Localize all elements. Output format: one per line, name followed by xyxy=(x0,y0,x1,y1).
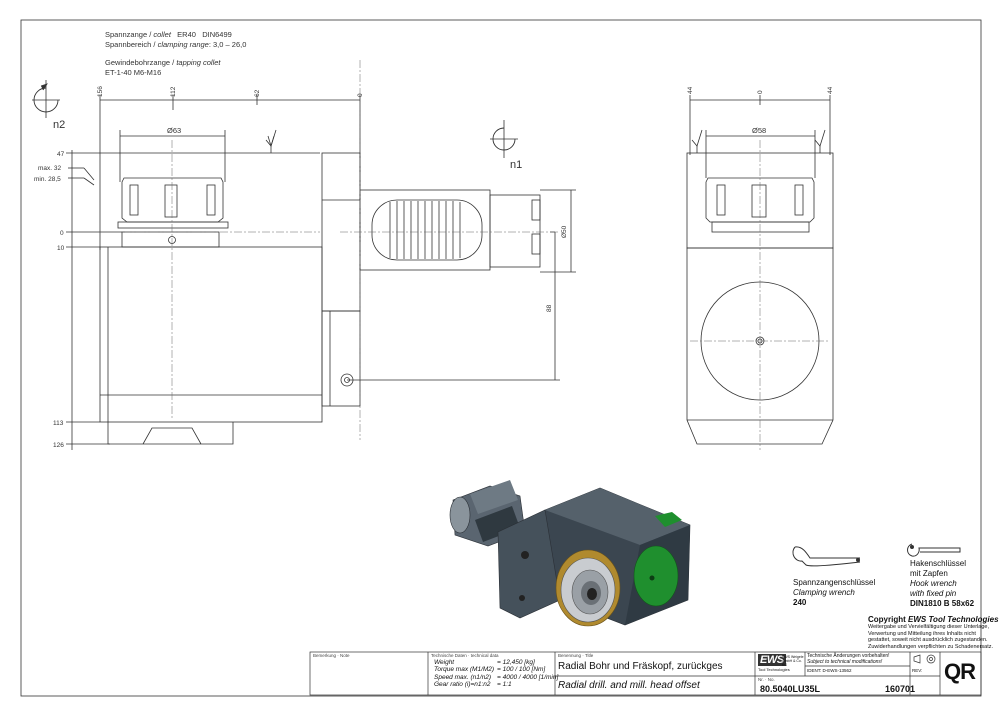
copyright-line: Weitergabe und Vervielfältigung dieser U… xyxy=(868,624,989,630)
hook-wrench-label: Hakenschlüssel mit Zapfen Hook wrench wi… xyxy=(910,559,974,609)
collet-en: collet xyxy=(153,30,171,39)
notice-en: Subject to technical modifications! xyxy=(807,659,883,665)
wrench2-num: DIN1810 B 58x62 xyxy=(910,599,975,608)
clamping-wrench-icon xyxy=(792,546,861,567)
collet-de: Spannzange xyxy=(105,30,148,39)
housing-front xyxy=(99,152,361,445)
copyright-line: gestattet, soweit nicht ausdrücklich zug… xyxy=(868,637,988,643)
techdata-key: Torque max (M1/M2) xyxy=(434,666,495,674)
isometric-view xyxy=(449,480,691,627)
clamping-wrench-label: Spannzangenschlüssel Clamping wrench 240 xyxy=(793,578,875,608)
shank-front xyxy=(359,189,541,271)
wrench1-num: 240 xyxy=(793,598,807,607)
ews-logo-sub: Tool Technologies xyxy=(758,667,790,672)
dim-y0: 0 xyxy=(60,230,64,237)
iso-green-cover xyxy=(633,545,679,607)
wrench2-en1: Hook wrench xyxy=(910,579,957,588)
dim-113: 113 xyxy=(53,420,64,427)
wrench1-de: Spannzangenschlüssel xyxy=(793,578,876,587)
rotation-n2-icon xyxy=(32,80,60,118)
dim-0-side: 0 xyxy=(757,90,764,94)
dim-156: 156 xyxy=(97,86,104,97)
dim-dia63: Ø63 xyxy=(167,126,181,135)
dim-max32: max. 32 xyxy=(38,165,62,172)
side-view: 44 0 44 Ø58 xyxy=(686,86,834,450)
range-val: 3,0 – 26,0 xyxy=(213,40,247,49)
wrench1-en: Clamping wrench xyxy=(793,588,855,597)
rotation-n1-label: n1 xyxy=(510,159,522,171)
dim-0-top: 0 xyxy=(357,93,364,97)
qr-label: QR xyxy=(944,659,976,684)
front-view: n2 156 112 62 0 Ø63 47 max. 32 min. 28,5… xyxy=(32,60,576,450)
wrench2-en2: with fixed pin xyxy=(910,589,957,598)
collet-nut-front xyxy=(117,177,229,248)
dim-47: 47 xyxy=(57,151,65,158)
techdata-key: Speed max. (n1/n2) xyxy=(434,673,492,681)
range-en: clamping range xyxy=(157,40,209,49)
title-de: Radial Bohr und Fräskopf, zurückges xyxy=(558,661,723,672)
techdata-table: Weight = 12,450 [kg] Torque max (M1/M2)= … xyxy=(434,659,558,688)
rotation-n1-icon xyxy=(490,120,518,158)
rotation-n2-label: n2 xyxy=(53,119,65,131)
desc-label: Benennung · Title xyxy=(558,653,594,658)
dim-10: 10 xyxy=(57,245,65,252)
techdata-val: = 12,450 [kg] xyxy=(497,659,535,666)
remark-label: Bemerkung · Note xyxy=(313,653,350,658)
collet-type: ER40 xyxy=(177,30,196,39)
surface-finish-left-icon xyxy=(691,129,703,153)
dim-88: 88 xyxy=(546,304,553,312)
dim-44-right: 44 xyxy=(827,86,834,94)
techdata-val: = 1:1 xyxy=(497,680,512,688)
wrench2-de1: Hakenschlüssel xyxy=(910,559,967,568)
copyright-line: Zuwiderhandlungen verpflichten zu Schade… xyxy=(868,643,994,650)
collet-std: DIN6499 xyxy=(202,30,232,39)
tap-val: ET-1-40 M6-M16 xyxy=(105,68,162,77)
dim-44-left: 44 xyxy=(687,86,694,94)
sheet-border xyxy=(20,19,982,697)
copyright-block: Copyright EWS Tool Technologies Weiterga… xyxy=(868,616,999,650)
techdata-key: Gear ratio (i)=n1:n2 xyxy=(434,680,491,688)
surface-finish-right-icon xyxy=(814,129,826,153)
ews-address: EWS Weigele GmbH & Co. KG xyxy=(782,655,804,667)
dim-min285: min. 28,5 xyxy=(34,176,61,183)
part-number: 80.5040LU35L xyxy=(760,684,821,694)
dim-126: 126 xyxy=(53,442,64,449)
ews-logo: EWS xyxy=(758,654,786,666)
copyright-brand: EWS Tool Technologies xyxy=(908,615,999,624)
tap-de: Gewindebohrzange xyxy=(105,58,171,67)
copyright-title: Copyright xyxy=(868,615,906,624)
dim-dia50: Ø50 xyxy=(561,225,568,238)
dim-112: 112 xyxy=(170,86,177,97)
ident: IDENT: D-EWS-13562 xyxy=(807,668,852,673)
wrench2-de2: mit Zapfen xyxy=(910,569,948,578)
notice-de: Technische Änderungen vorbehalten! xyxy=(807,653,890,659)
title-block-frame xyxy=(309,651,982,696)
dim-dia58: Ø58 xyxy=(752,126,766,135)
techdata-val: = 4000 / 4000 [1/min] xyxy=(497,673,559,681)
dim-62: 62 xyxy=(254,89,261,97)
drawing-number: 160701 xyxy=(885,684,916,694)
tap-en: tapping collet xyxy=(176,58,221,67)
techdata-label: Technische Daten · technical data xyxy=(431,653,499,658)
title-en: Radial drill. and mill. head offset xyxy=(558,680,700,691)
hook-wrench-icon xyxy=(907,543,961,557)
techdata-val: = 100 / 100 [Nm] xyxy=(497,666,546,674)
notice: Technische Änderungen vorbehalten! Subje… xyxy=(807,653,890,665)
copyright-line: Verwertung und Mitteilung ihres Inhalts … xyxy=(868,630,976,637)
surface-finish-icon xyxy=(265,129,277,153)
range-de: Spannbereich xyxy=(105,40,152,49)
spec-header: Spannzange / collet ER40 DIN6499 Spannbe… xyxy=(105,30,247,77)
techdata-key: Weight xyxy=(434,659,455,666)
rev-label: REV: xyxy=(912,668,923,673)
nr-label: Nr. · No. xyxy=(758,677,775,682)
